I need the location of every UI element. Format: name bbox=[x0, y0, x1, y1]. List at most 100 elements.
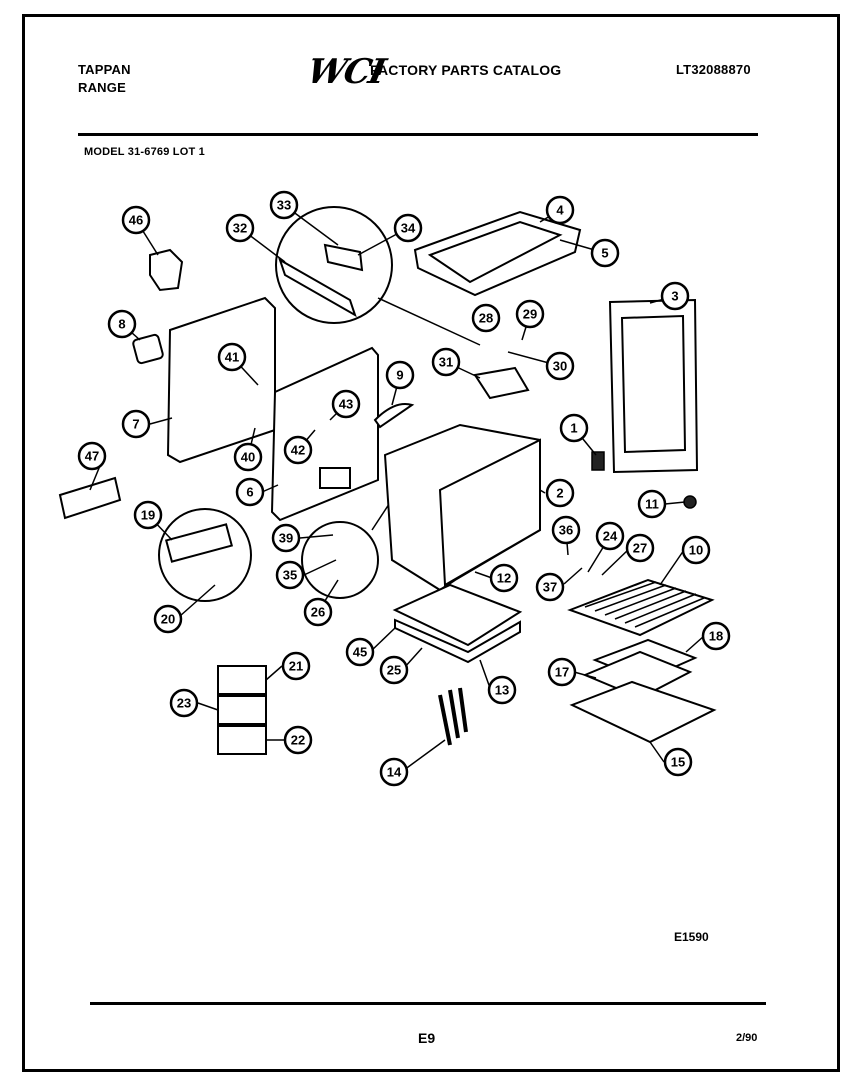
svg-text:35: 35 bbox=[283, 568, 297, 583]
callout-8[interactable]: 8 bbox=[107, 309, 137, 339]
callout-31[interactable]: 31 bbox=[431, 347, 461, 377]
callout-20[interactable]: 20 bbox=[153, 604, 183, 634]
header-rule bbox=[78, 133, 758, 136]
part-channel-32 bbox=[278, 257, 357, 318]
callout-11[interactable]: 11 bbox=[637, 489, 667, 519]
svg-text:14: 14 bbox=[387, 765, 402, 780]
svg-text:20: 20 bbox=[161, 612, 175, 627]
catalog-number: LT32088870 bbox=[676, 62, 751, 77]
model-number: MODEL 31-6769 LOT 1 bbox=[84, 146, 205, 158]
callout-22[interactable]: 22 bbox=[283, 725, 313, 755]
callout-3[interactable]: 3 bbox=[660, 281, 690, 311]
detail-circle-bracket bbox=[275, 206, 393, 324]
part-door-glass-3 bbox=[620, 314, 687, 454]
callout-2[interactable]: 2 bbox=[545, 478, 575, 508]
callout-5[interactable]: 5 bbox=[590, 238, 620, 268]
callout-group: 46 33 34 32 4 5 8 3 28 29 30 31 41 9 7 4… bbox=[77, 190, 731, 787]
part-bracket-31 bbox=[473, 366, 530, 400]
callout-27[interactable]: 27 bbox=[625, 533, 655, 563]
callout-6[interactable]: 6 bbox=[235, 477, 265, 507]
svg-text:15: 15 bbox=[671, 755, 685, 770]
callout-28[interactable]: 28 bbox=[471, 303, 501, 333]
callout-24[interactable]: 24 bbox=[595, 521, 625, 551]
callout-45[interactable]: 45 bbox=[345, 637, 375, 667]
callout-33[interactable]: 33 bbox=[269, 190, 299, 220]
part-bulb-1 bbox=[591, 451, 605, 471]
callout-47[interactable]: 47 bbox=[77, 441, 107, 471]
svg-text:33: 33 bbox=[277, 198, 291, 213]
svg-text:24: 24 bbox=[603, 529, 618, 544]
brand-name: TAPPAN bbox=[78, 62, 131, 77]
part-window-6 bbox=[319, 467, 351, 489]
svg-text:6: 6 bbox=[246, 485, 253, 500]
callout-41[interactable]: 41 bbox=[217, 342, 247, 372]
svg-text:11: 11 bbox=[645, 497, 659, 512]
svg-text:19: 19 bbox=[141, 508, 155, 523]
svg-text:12: 12 bbox=[497, 571, 511, 586]
part-panel-5 bbox=[427, 220, 563, 284]
footer-rule bbox=[90, 1002, 766, 1005]
svg-text:37: 37 bbox=[543, 580, 557, 595]
svg-text:29: 29 bbox=[523, 307, 537, 322]
revision-date: 2/90 bbox=[736, 1032, 758, 1044]
callout-30[interactable]: 30 bbox=[545, 351, 575, 381]
svg-text:31: 31 bbox=[439, 355, 453, 370]
svg-text:43: 43 bbox=[339, 397, 353, 412]
callout-42[interactable]: 42 bbox=[283, 435, 313, 465]
callout-36[interactable]: 36 bbox=[551, 515, 581, 545]
part-oven-frame-2 bbox=[438, 438, 541, 587]
callout-4[interactable]: 4 bbox=[545, 195, 575, 225]
svg-text:22: 22 bbox=[291, 733, 305, 748]
callout-43[interactable]: 43 bbox=[331, 389, 361, 419]
svg-text:34: 34 bbox=[401, 221, 416, 236]
callout-9[interactable]: 9 bbox=[385, 360, 415, 390]
svg-text:39: 39 bbox=[279, 531, 293, 546]
callout-32[interactable]: 32 bbox=[225, 213, 255, 243]
callout-40[interactable]: 40 bbox=[233, 442, 263, 472]
callout-46[interactable]: 46 bbox=[121, 205, 151, 235]
part-sensor-9 bbox=[373, 403, 415, 429]
callout-23[interactable]: 23 bbox=[169, 688, 199, 718]
callout-10[interactable]: 10 bbox=[681, 535, 711, 565]
part-drawer-15 bbox=[569, 680, 717, 744]
svg-text:40: 40 bbox=[241, 450, 255, 465]
callout-1[interactable]: 1 bbox=[559, 413, 589, 443]
callout-13[interactable]: 13 bbox=[487, 675, 517, 705]
part-cap-8 bbox=[132, 333, 164, 365]
detail-circle-hinge bbox=[301, 521, 379, 599]
svg-text:32: 32 bbox=[233, 221, 247, 236]
callout-37[interactable]: 37 bbox=[535, 572, 565, 602]
callout-14[interactable]: 14 bbox=[379, 757, 409, 787]
callout-19[interactable]: 19 bbox=[133, 500, 163, 530]
callout-34[interactable]: 34 bbox=[393, 213, 423, 243]
svg-text:8: 8 bbox=[118, 317, 125, 332]
svg-text:4: 4 bbox=[556, 203, 564, 218]
page-number: E9 bbox=[418, 1030, 436, 1046]
part-terminal-19 bbox=[164, 523, 234, 563]
callout-15[interactable]: 15 bbox=[663, 747, 693, 777]
drawing-code: E1590 bbox=[674, 930, 709, 944]
callout-18[interactable]: 18 bbox=[701, 621, 731, 651]
part-side-panel-6 bbox=[270, 346, 379, 522]
callout-35[interactable]: 35 bbox=[275, 560, 305, 590]
part-knob-11 bbox=[683, 495, 697, 509]
svg-text:30: 30 bbox=[553, 359, 567, 374]
part-strip-47 bbox=[58, 476, 122, 520]
svg-text:26: 26 bbox=[311, 605, 325, 620]
callout-21[interactable]: 21 bbox=[281, 651, 311, 681]
callout-29[interactable]: 29 bbox=[515, 299, 545, 329]
callout-39[interactable]: 39 bbox=[271, 523, 301, 553]
svg-text:23: 23 bbox=[177, 696, 191, 711]
callout-12[interactable]: 12 bbox=[489, 563, 519, 593]
callout-17[interactable]: 17 bbox=[547, 657, 577, 687]
svg-text:18: 18 bbox=[709, 629, 723, 644]
callout-7[interactable]: 7 bbox=[121, 409, 151, 439]
part-back-panel-7 bbox=[166, 296, 276, 464]
callout-26[interactable]: 26 bbox=[303, 597, 333, 627]
svg-text:42: 42 bbox=[291, 443, 305, 458]
catalog-title: FACTORY PARTS CATALOG bbox=[370, 62, 562, 78]
svg-text:27: 27 bbox=[633, 541, 647, 556]
callout-25[interactable]: 25 bbox=[379, 655, 409, 685]
svg-text:5: 5 bbox=[601, 246, 608, 261]
